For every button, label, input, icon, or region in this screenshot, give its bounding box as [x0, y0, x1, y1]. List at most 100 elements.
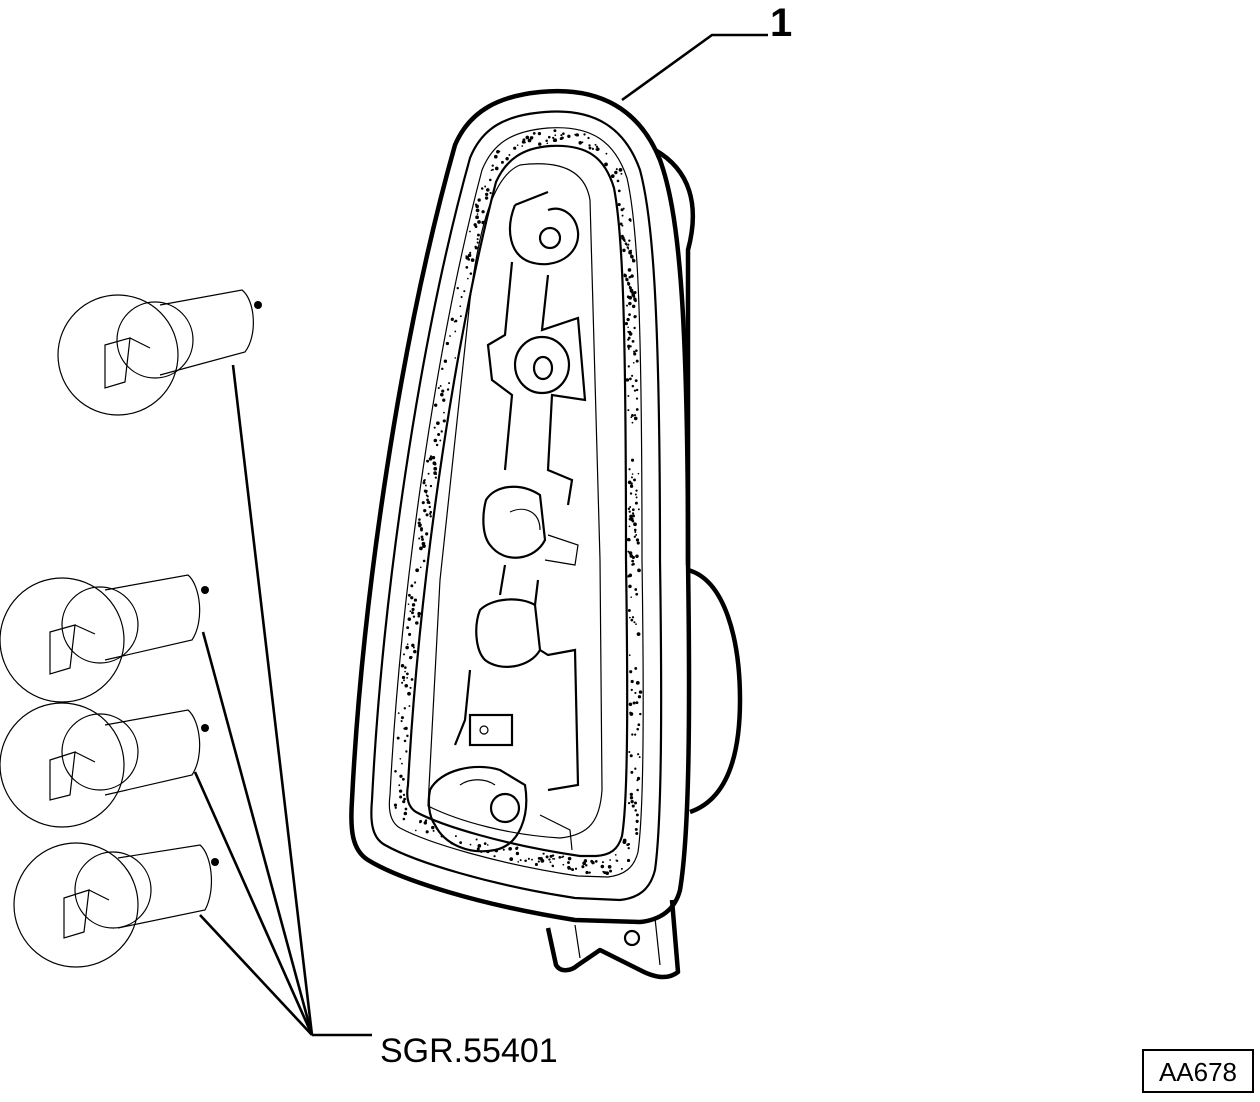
- gasket-speck: [631, 559, 635, 563]
- gasket-speck: [477, 198, 481, 202]
- gasket-speck: [635, 397, 639, 400]
- gasket-speck: [538, 142, 542, 146]
- gasket-speck: [634, 691, 637, 695]
- figure-code-box: AA678: [1142, 1049, 1254, 1093]
- gasket-speck: [637, 723, 641, 727]
- gasket-speck: [630, 770, 634, 774]
- gasket-speck: [635, 701, 639, 705]
- gasket-speck: [524, 859, 527, 862]
- gasket-speck: [583, 133, 586, 136]
- gasket-speck: [402, 793, 406, 796]
- gasket-speck: [406, 672, 409, 676]
- gasket-speck: [636, 788, 639, 792]
- gasket-speck: [406, 676, 409, 679]
- gasket-speck: [521, 140, 526, 144]
- bulb-2: [0, 574, 209, 703]
- gasket-speck: [429, 484, 433, 488]
- gasket-speck: [491, 164, 494, 167]
- gasket-speck: [407, 617, 412, 621]
- gasket-speck: [446, 388, 450, 391]
- gasket-speck: [633, 528, 637, 532]
- gasket-speck: [631, 414, 634, 417]
- housing-outer-shell: [349, 88, 692, 925]
- gasket-speck: [630, 249, 632, 252]
- mounting-hole: [623, 929, 641, 947]
- bulb-1: [57, 289, 262, 416]
- housing-inner-rim: [370, 110, 663, 902]
- gasket-speck: [627, 347, 630, 350]
- gasket-speck: [630, 679, 634, 684]
- socket-third-detail: [509, 508, 579, 566]
- gasket-speck: [634, 531, 637, 533]
- gasket-speck: [470, 258, 475, 262]
- socket-bottom-contact: [489, 792, 521, 824]
- leader-bulb-1: [231, 364, 314, 1036]
- gasket-speck: [552, 857, 554, 860]
- gasket-speck: [475, 838, 478, 841]
- gasket-speck: [476, 213, 479, 215]
- gasket-speck: [431, 455, 436, 460]
- gasket-speck: [633, 478, 637, 482]
- gasket-speck: [629, 792, 633, 797]
- connector-block: [468, 713, 514, 747]
- gasket-speck: [527, 857, 530, 860]
- gasket-speck: [404, 670, 406, 673]
- gasket-speck: [554, 134, 557, 137]
- gasket-speck: [404, 684, 409, 688]
- gasket-speck: [525, 135, 530, 140]
- gasket-speck: [587, 136, 590, 140]
- gasket-speck: [625, 304, 628, 307]
- gasket-speck: [631, 804, 635, 808]
- gasket-speck: [627, 550, 630, 553]
- bulb-4-contact: [211, 858, 219, 866]
- gasket-speck: [537, 856, 541, 860]
- gasket-speck: [621, 214, 624, 217]
- bulb-2-contact: [201, 586, 209, 594]
- gasket-speck: [628, 525, 631, 528]
- gasket-speck: [631, 473, 634, 475]
- gasket-speck: [562, 132, 565, 135]
- gasket-speck: [627, 480, 632, 485]
- gasket-speck: [627, 409, 630, 412]
- gasket-speck: [399, 774, 403, 778]
- socket-bottom-detail: [459, 779, 573, 851]
- gasket-speck: [629, 377, 632, 381]
- gasket-speck: [634, 809, 637, 812]
- gasket-speck: [413, 598, 418, 602]
- gasket-speck: [415, 568, 420, 573]
- gasket-speck: [489, 191, 492, 195]
- gasket-speck: [433, 471, 437, 475]
- gasket-speck: [578, 140, 582, 145]
- gasket-speck: [402, 800, 406, 804]
- gasket-speck: [409, 656, 413, 660]
- gasket-speck: [484, 185, 487, 188]
- gasket-speck: [623, 273, 627, 278]
- gasket-speck: [467, 277, 469, 280]
- gasket-speck: [633, 326, 636, 330]
- gasket-texture: [393, 129, 643, 875]
- gasket-speck: [408, 705, 411, 708]
- socket-fourth: [475, 598, 542, 668]
- leader-bulb-2: [201, 631, 314, 1036]
- gasket-speck: [620, 172, 623, 175]
- socket-second: [513, 335, 571, 395]
- gasket-speck: [433, 403, 438, 407]
- gasket-speck: [429, 515, 432, 518]
- gasket-speck: [633, 522, 637, 527]
- gasket-speck: [631, 421, 634, 424]
- gasket-speck: [635, 534, 638, 536]
- gasket-speck: [406, 626, 410, 630]
- gasket-speck: [636, 727, 639, 731]
- gasket-speck: [418, 524, 422, 528]
- gasket-speck: [629, 754, 633, 758]
- gasket-speck: [627, 344, 631, 348]
- gasket-speck: [475, 215, 479, 220]
- gasket-speck: [425, 494, 428, 497]
- gasket-speck: [605, 152, 608, 155]
- gasket-speck: [515, 851, 520, 856]
- housing-rear-bulge-upper: [653, 148, 696, 565]
- gasket-speck: [549, 854, 553, 858]
- gasket-speck: [545, 855, 549, 859]
- gasket-speck: [476, 233, 480, 237]
- gasket-speck: [493, 154, 498, 159]
